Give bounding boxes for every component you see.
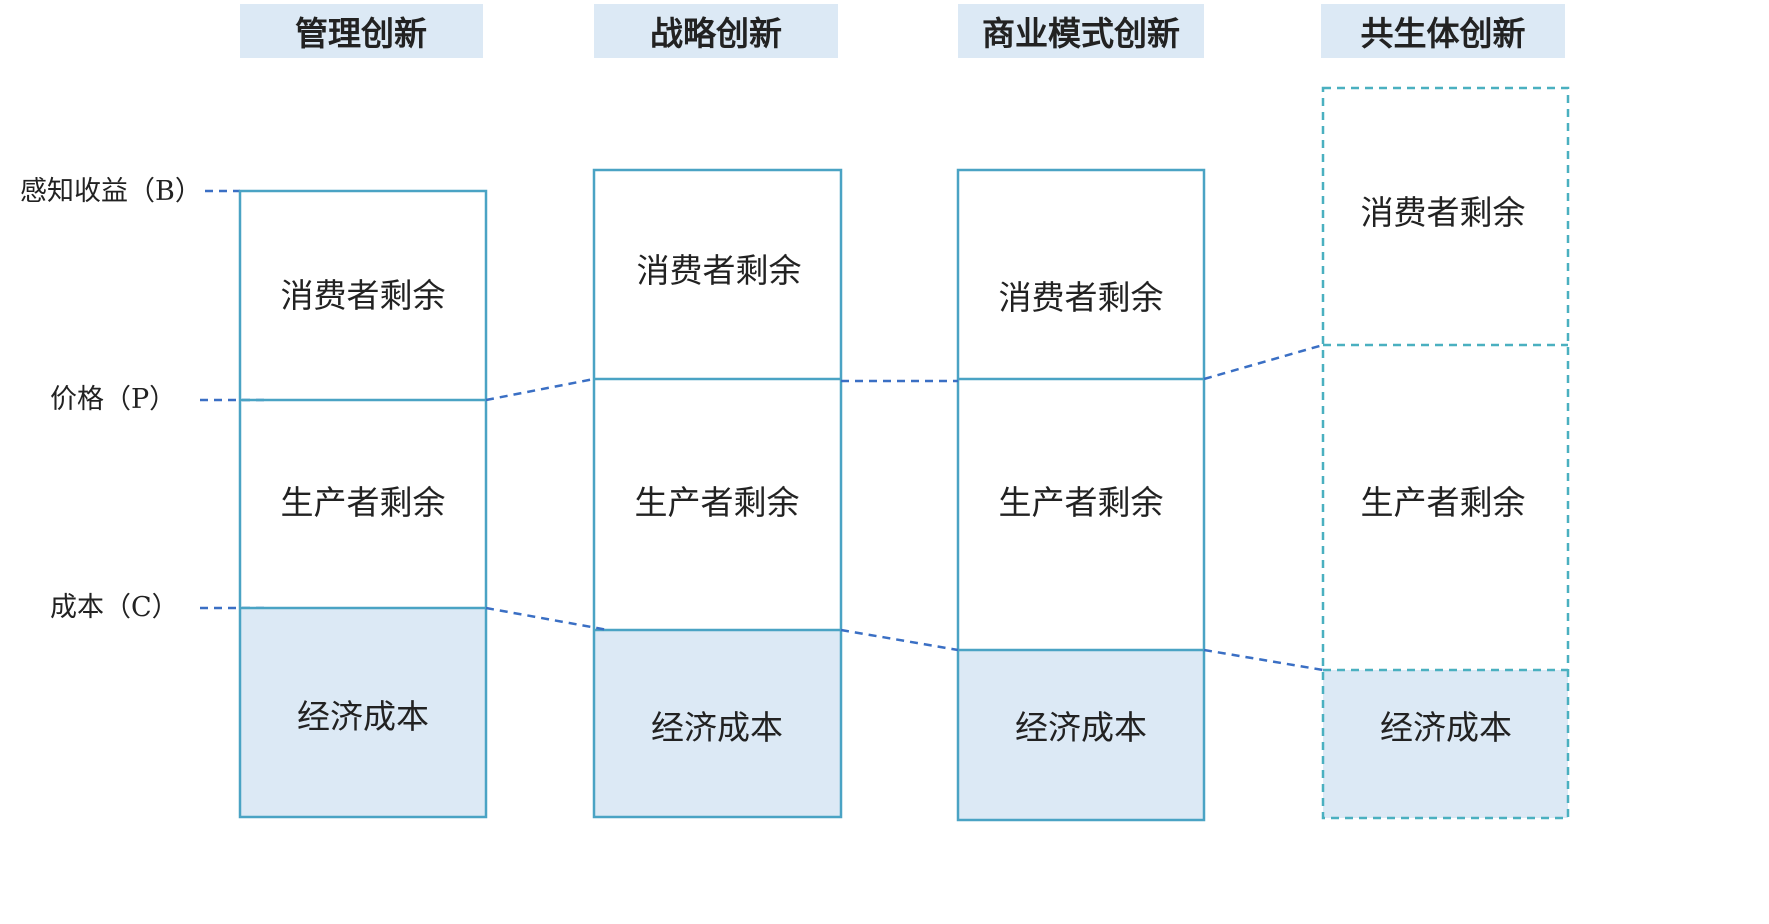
column-box [956,168,1206,822]
producer-surplus-label: 生产者剩余 [1361,483,1526,522]
producer-surplus-label: 生产者剩余 [999,483,1164,522]
economic-cost-label: 经济成本 [1015,708,1147,747]
price-connector-3-4 [1203,343,1324,381]
consumer-surplus-label: 消费者剩余 [281,276,446,315]
axis-label-price: 价格（P） [50,384,176,415]
economic-cost-label: 经济成本 [1380,708,1512,747]
column-box [592,168,843,819]
economic-cost-block [1323,670,1568,818]
column-header-symbiosis: 共生体创新 [1321,4,1565,58]
column-symbiosis: 消费者剩余 生产者剩余 经济成本 [1321,86,1570,820]
column-title: 战略创新 [650,14,782,53]
economic-cost-label: 经济成本 [651,708,783,747]
cost-connector-3-4 [1203,648,1324,672]
column-title: 共生体创新 [1361,14,1526,53]
column-title: 管理创新 [295,14,427,53]
economic-cost-block [240,608,486,817]
consumer-surplus-label: 消费者剩余 [1361,193,1526,232]
consumer-surplus-label: 消费者剩余 [999,278,1164,317]
cost-connector-1-2 [485,606,609,632]
economic-cost-block [594,630,841,817]
axis-label-benefit: 感知收益（B） [20,176,202,207]
consumer-surplus-label: 消费者剩余 [637,251,802,290]
price-connector-1-2 [485,377,595,402]
column-header-management: 管理创新 [240,4,483,58]
economic-cost-block [958,650,1204,820]
column-header-business-model: 商业模式创新 [958,4,1204,58]
producer-surplus-label: 生产者剩余 [635,483,800,522]
column-box [238,189,488,819]
column-management: 消费者剩余 生产者剩余 经济成本 [238,189,488,819]
column-strategy: 消费者剩余 生产者剩余 经济成本 [592,168,843,819]
economic-cost-label: 经济成本 [297,697,429,736]
producer-surplus-label: 生产者剩余 [281,483,446,522]
cost-connector-2-3 [840,628,959,652]
column-box [1321,86,1570,820]
column-title: 商业模式创新 [982,14,1180,53]
axis-label-cost: 成本（C） [50,592,179,623]
column-header-strategy: 战略创新 [594,4,838,58]
column-business-model: 消费者剩余 生产者剩余 经济成本 [956,168,1206,822]
